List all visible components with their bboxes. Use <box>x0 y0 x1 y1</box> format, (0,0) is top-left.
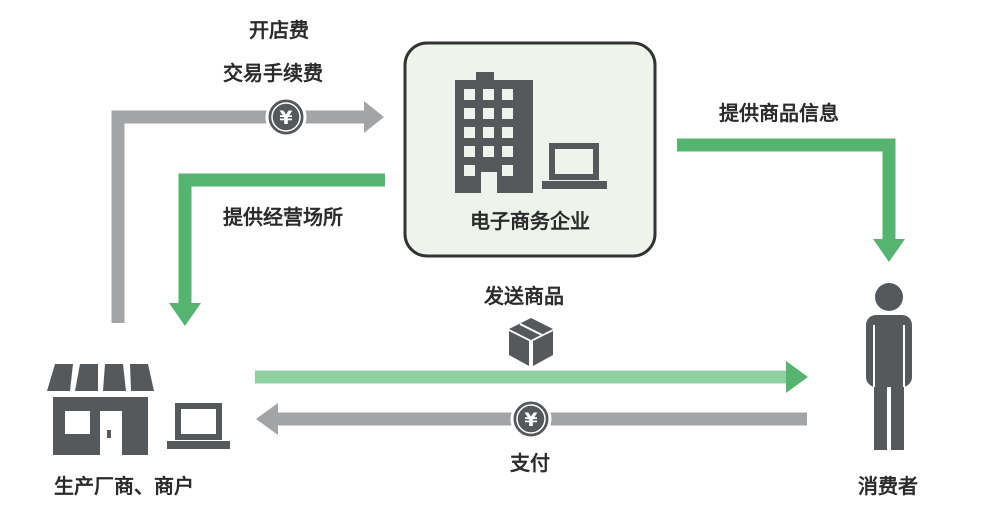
consumer-label: 消费者 <box>858 474 918 498</box>
svg-text:¥: ¥ <box>279 107 292 129</box>
yen-coin-icon: ¥ <box>510 398 552 440</box>
opening-fee-label: 开店费 <box>249 18 309 42</box>
ecommerce-node: 电子商务企业 <box>403 41 657 258</box>
venue-arrow <box>169 173 385 326</box>
ecommerce-label: 电子商务企业 <box>470 209 590 233</box>
ship-arrow <box>255 361 808 393</box>
payment-label: 支付 <box>510 451 550 475</box>
merchant-label: 生产厂商、商户 <box>54 474 194 498</box>
laptop-icon <box>542 143 607 189</box>
svg-text:¥: ¥ <box>524 409 537 431</box>
laptop-icon <box>167 403 230 449</box>
box-icon <box>509 318 553 366</box>
ship-goods-label: 发送商品 <box>484 284 564 308</box>
info-arrow <box>677 138 905 262</box>
provide-info-label: 提供商品信息 <box>719 101 839 125</box>
store-icon <box>47 364 154 455</box>
building-icon <box>455 72 533 193</box>
person-icon <box>866 283 912 450</box>
provide-venue-label: 提供经营场所 <box>223 205 343 229</box>
yen-coin-icon: ¥ <box>265 96 307 138</box>
transaction-fee-label: 交易手续费 <box>223 61 323 85</box>
